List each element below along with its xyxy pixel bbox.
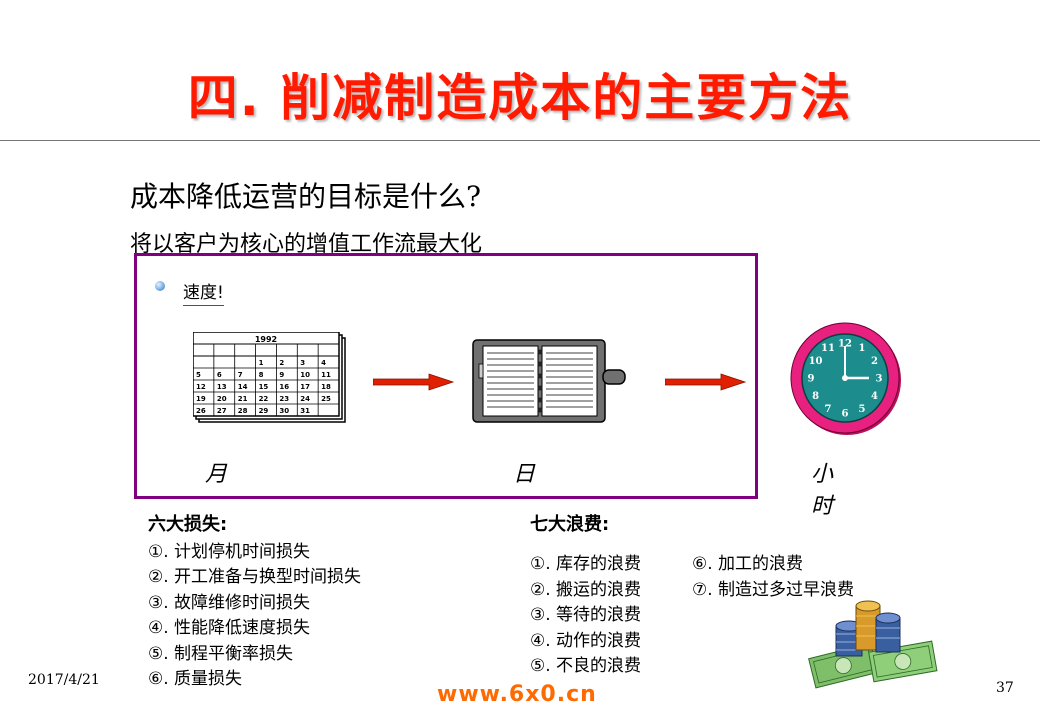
clock-number: 9 <box>808 374 815 385</box>
clock-number: 4 <box>871 391 878 402</box>
clock-number: 6 <box>842 409 849 420</box>
question-heading: 成本降低运营的目标是什么? <box>130 180 482 213</box>
calendar-day: 29 <box>259 407 269 415</box>
list-item: ②. 搬运的浪费 <box>530 579 642 600</box>
list-item: ②. 开工准备与换型时间损失 <box>148 567 362 587</box>
calendar-day: 10 <box>300 371 310 379</box>
calendar-day: 21 <box>238 395 248 403</box>
calendar-day: 1 <box>259 359 264 367</box>
calendar-year: 1992 <box>255 335 277 344</box>
calendar-day: 26 <box>196 407 206 415</box>
list-item: ③. 等待的浪费 <box>530 605 642 625</box>
clock-number: 3 <box>876 374 883 385</box>
list-item: ①. 库存的浪费 <box>530 554 642 574</box>
list-item: ③. 故障维修时间损失 <box>148 592 311 613</box>
list-item: ⑦. 制造过多过早浪费 <box>692 579 855 600</box>
page-number: 37 <box>996 680 1014 696</box>
calendar-day: 8 <box>259 371 264 379</box>
calendar-day: 25 <box>321 395 331 403</box>
calendar-day: 11 <box>321 371 331 379</box>
calendar-day: 2 <box>279 359 284 367</box>
clock-number: 11 <box>821 343 835 354</box>
calendar-day: 30 <box>279 407 289 415</box>
calendar-day: 31 <box>300 407 310 415</box>
calendar-day: 6 <box>217 371 222 379</box>
clock-number: 8 <box>812 391 819 402</box>
clock-number: 5 <box>859 404 866 415</box>
calendar-day: 9 <box>279 371 284 379</box>
subtitle-text: 将以客户为核心的增值工作流最大化 <box>130 232 483 257</box>
calendar-day: 4 <box>321 359 326 367</box>
calendar-day: 5 <box>196 371 201 379</box>
seven-wastes-col1: ①. 库存的浪费 ②. 搬运的浪费 ③. 等待的浪费 ④. 动作的浪费 ⑤. 不… <box>530 552 641 680</box>
website-link[interactable]: www.6x0.cn <box>437 682 597 707</box>
calendar-day: 20 <box>217 395 227 403</box>
seven-wastes-title-wrap: 七大浪费: <box>530 512 609 540</box>
calendar-day: 28 <box>238 407 248 415</box>
list-item: ④. 动作的浪费 <box>530 630 642 651</box>
calendar-day: 18 <box>321 383 331 391</box>
footer-date: 2017/4/21 <box>28 672 100 688</box>
arrow-right-icon <box>665 373 747 391</box>
label-hour: 小时 <box>811 462 834 519</box>
calendar-day: 14 <box>238 383 248 391</box>
speed-label: 速度! <box>183 278 224 306</box>
seven-wastes-col2: ⑥. 加工的浪费 ⑦. 制造过多过早浪费 <box>692 552 854 603</box>
calendar-day: 15 <box>259 383 269 391</box>
clock-number: 2 <box>871 356 878 367</box>
clock-number: 1 <box>859 343 866 354</box>
calendar-day: 23 <box>279 395 289 403</box>
label-month: 月 <box>205 462 228 487</box>
list-item: ⑥. 质量损失 <box>148 669 243 689</box>
calendar-day: 13 <box>217 383 227 391</box>
list-item: ④. 性能降低速度损失 <box>148 618 311 638</box>
bullet-icon <box>155 281 165 291</box>
calendar-day: 16 <box>279 383 289 391</box>
calendar-day: 19 <box>196 395 206 403</box>
seven-wastes-title: 七大浪费: <box>530 514 610 535</box>
money-icon <box>808 600 938 689</box>
calendar-day: 27 <box>217 407 227 415</box>
list-item: ①. 计划停机时间损失 <box>148 541 311 562</box>
calendar-day: 12 <box>196 383 206 391</box>
list-item: ⑤. 不良的浪费 <box>530 656 642 676</box>
six-losses-title: 六大损失: <box>148 514 228 535</box>
list-item: ⑤. 制程平衡率损失 <box>148 643 294 664</box>
clock-number: 7 <box>825 404 832 415</box>
clock-number: 10 <box>809 356 823 367</box>
slide-title: 四. 削减制造成本的主要方法 <box>187 69 853 127</box>
planner-icon <box>472 339 626 423</box>
six-losses-list: 六大损失: ①. 计划停机时间损失 ②. 开工准备与换型时间损失 ③. 故障维修… <box>148 512 361 693</box>
calendar-day: 24 <box>300 395 310 403</box>
calendar-day: 3 <box>300 359 305 367</box>
title-divider <box>0 140 1040 141</box>
clock-number: 12 <box>838 339 852 350</box>
arrow-right-icon <box>373 373 455 391</box>
list-item: ⑥. 加工的浪费 <box>692 554 804 574</box>
calendar-day: 17 <box>300 383 310 391</box>
label-day: 日 <box>513 462 536 487</box>
calendar-day: 22 <box>259 395 269 403</box>
calendar-day: 7 <box>238 371 243 379</box>
